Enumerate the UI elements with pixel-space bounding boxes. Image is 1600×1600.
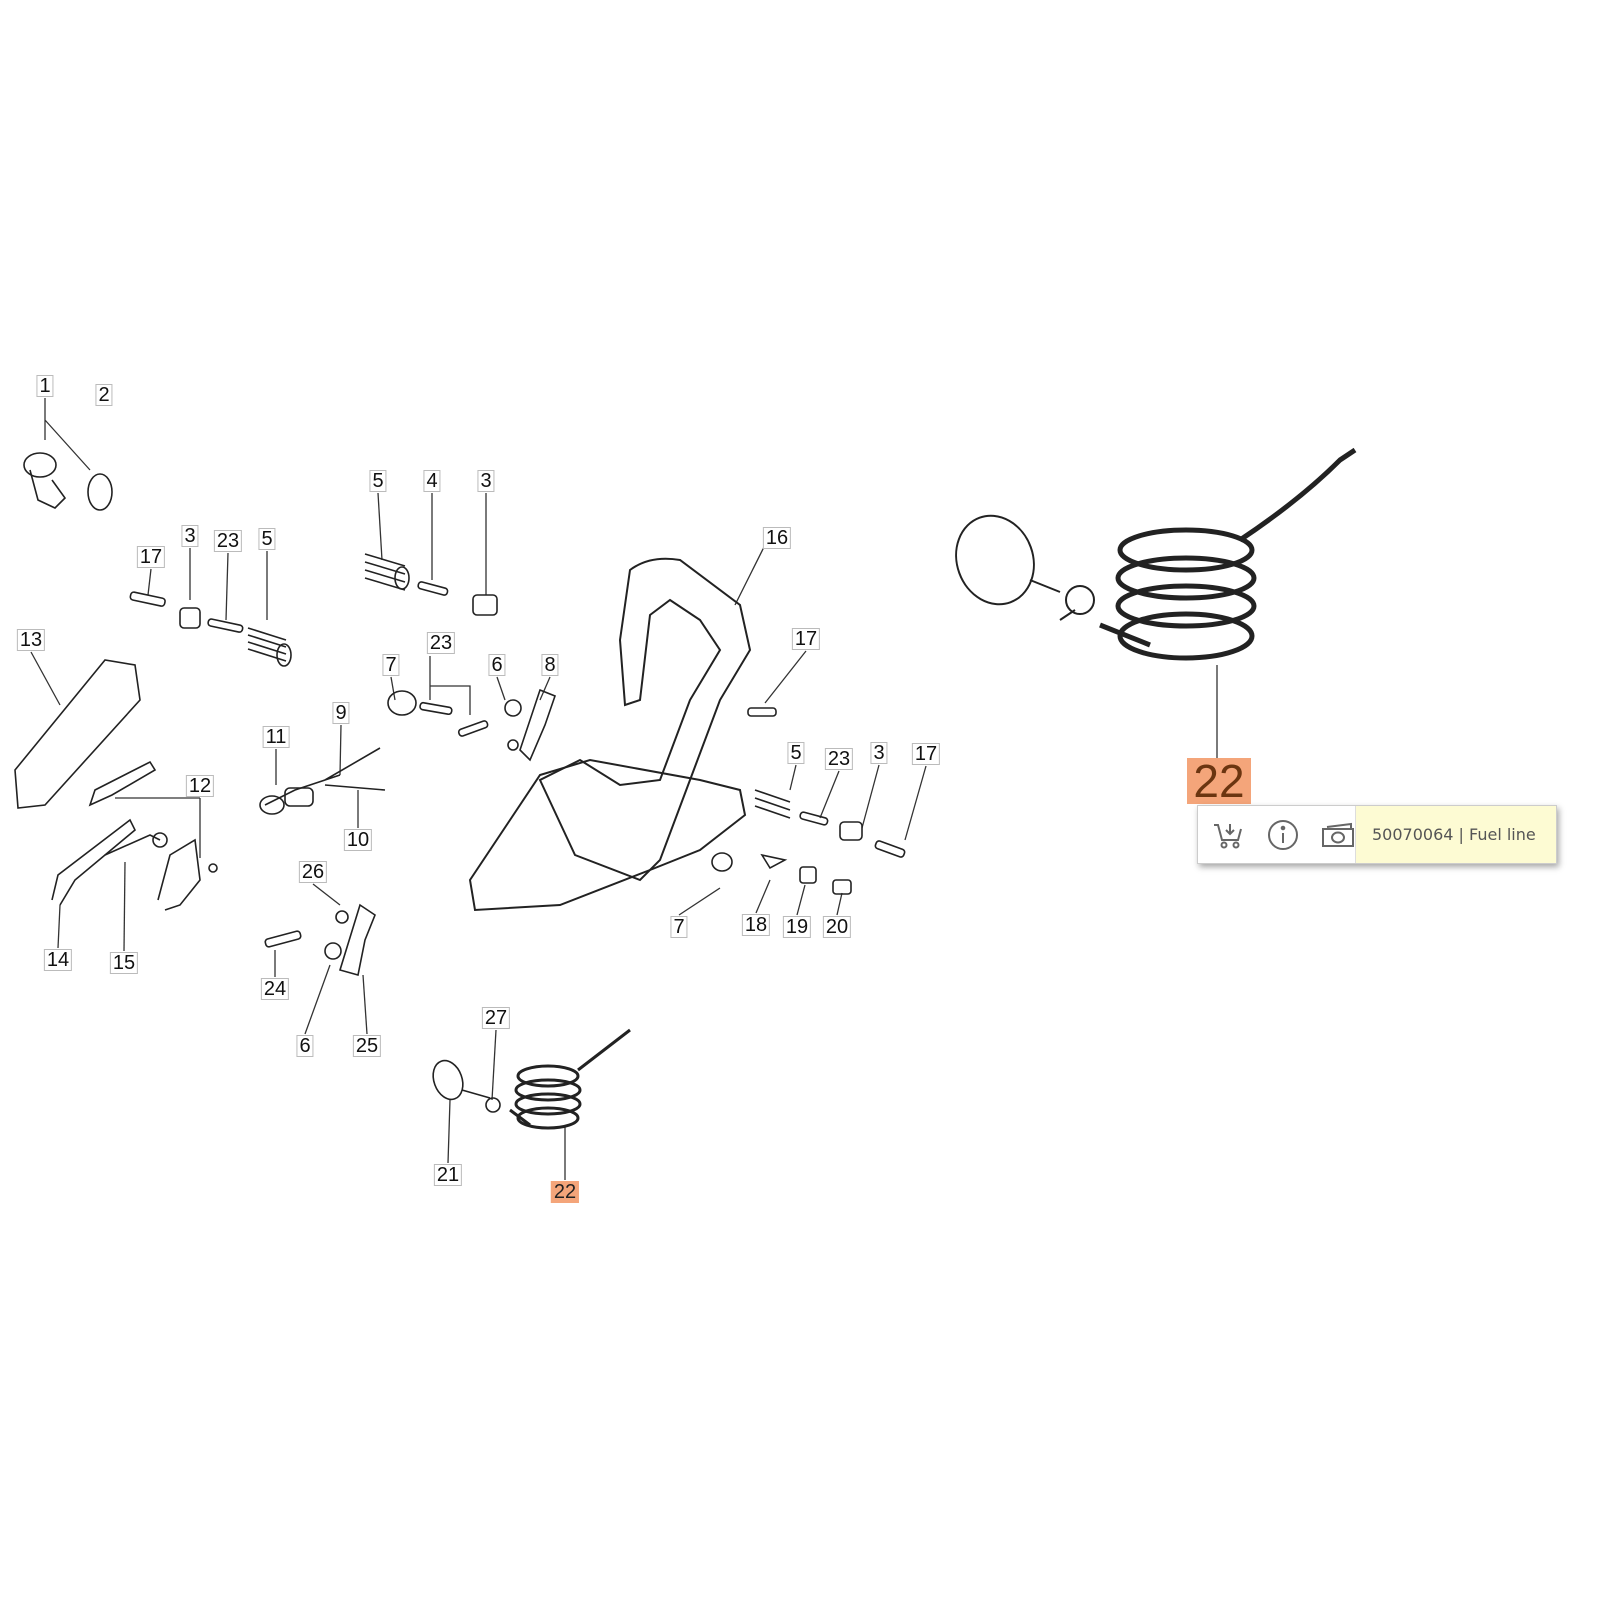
part-bracket: [264, 903, 376, 977]
callout-label[interactable]: 16: [762, 527, 792, 549]
highlighted-part-number: 22: [1187, 758, 1251, 804]
callout-label[interactable]: 23: [213, 530, 243, 552]
part-popup: 50070064 | Fuel line: [1197, 805, 1557, 864]
callout-label[interactable]: 24: [260, 978, 290, 1000]
callout-label[interactable]: 26: [298, 861, 328, 883]
price-icon[interactable]: [1321, 818, 1355, 852]
part-fuel-filter-large: [955, 514, 1095, 621]
callout-label[interactable]: 7: [670, 916, 688, 938]
part-handle-grip: [14, 659, 141, 809]
leader-lines: [30, 398, 1218, 1180]
callout-label[interactable]: 7: [382, 654, 400, 676]
part-fuel-cap: [23, 452, 67, 509]
callout-label[interactable]: 20: [822, 916, 852, 938]
callout-label[interactable]: 3: [181, 525, 199, 547]
callout-label[interactable]: 5: [369, 470, 387, 492]
callout-label[interactable]: 3: [477, 470, 495, 492]
callout-label[interactable]: 5: [787, 742, 805, 764]
callout-label[interactable]: 14: [43, 949, 73, 971]
part-right-fasteners: [711, 707, 906, 895]
callout-label[interactable]: 6: [296, 1035, 314, 1057]
callout-label[interactable]: 19: [782, 916, 812, 938]
callout-label[interactable]: 23: [426, 632, 456, 654]
callout-label[interactable]: 1: [36, 375, 54, 397]
part-description: 50070064 | Fuel line: [1355, 806, 1556, 863]
callout-label[interactable]: 6: [488, 654, 506, 676]
callout-label[interactable]: 13: [16, 629, 46, 651]
callout-label[interactable]: 21: [433, 1164, 463, 1186]
callout-label[interactable]: 25: [352, 1035, 382, 1057]
callout-label[interactable]: 9: [332, 702, 350, 724]
callout-label[interactable]: 3: [870, 742, 888, 764]
part-trigger: [51, 760, 218, 911]
part-fuel-filter-small: [432, 1059, 501, 1113]
callout-label[interactable]: 11: [262, 726, 290, 748]
part-cable: [259, 747, 386, 815]
add-to-cart-icon[interactable]: [1212, 818, 1245, 852]
part-fuel-line-small: [509, 1028, 631, 1130]
part-fuel-line-large: [1099, 447, 1357, 661]
callout-label[interactable]: 2: [95, 384, 113, 406]
callout-label[interactable]: 18: [741, 914, 771, 936]
part-front-handle: [468, 557, 752, 912]
callout-label[interactable]: 23: [824, 748, 854, 770]
callout-label[interactable]: 15: [109, 952, 139, 974]
callout-label[interactable]: 17: [791, 628, 821, 650]
callout-label[interactable]: 27: [481, 1007, 511, 1029]
callout-label[interactable]: 17: [911, 743, 941, 765]
part-o-ring: [87, 473, 113, 511]
callout-label[interactable]: 8: [541, 654, 559, 676]
part-screws-springs: [129, 553, 557, 762]
callout-label[interactable]: 10: [343, 829, 373, 851]
callout-label[interactable]: 5: [258, 528, 276, 550]
callout-label[interactable]: 4: [423, 470, 441, 492]
callout-label-highlighted[interactable]: 22: [550, 1181, 580, 1203]
info-icon[interactable]: [1267, 818, 1300, 852]
callout-label[interactable]: 12: [185, 775, 215, 797]
callout-label[interactable]: 17: [136, 546, 166, 568]
